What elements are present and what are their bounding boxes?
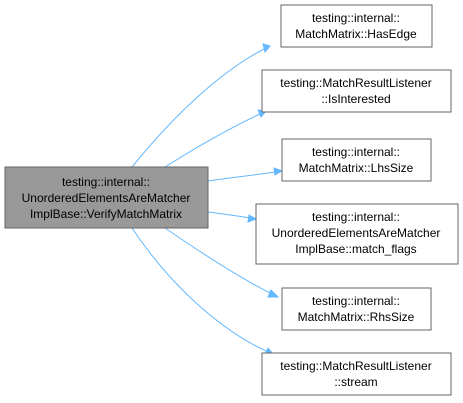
node-verify-match-matrix[interactable]: testing::internal:: UnorderedElementsAre… [4, 166, 209, 229]
node-lhs-size-line-1: testing::internal:: [312, 145, 400, 159]
node-verify-match-matrix-box [4, 166, 209, 229]
node-verify-match-matrix-line-1: testing::internal:: [62, 175, 150, 189]
edge-to-is-interested [164, 109, 267, 168]
node-has-edge-line-2: MatchMatrix::HasEdge [295, 27, 417, 41]
node-match-flags-line-2: UnorderedElementsAreMatcher [272, 226, 441, 240]
node-lhs-size-box [281, 138, 432, 182]
node-verify-match-matrix-line-3: ImplBase::VerifyMatchMatrix [30, 207, 182, 221]
node-match-flags-line-1: testing::internal:: [312, 210, 400, 224]
edge-to-match-flags [207, 211, 258, 223]
node-rhs-size-line-2: MatchMatrix::RhsSize [298, 310, 415, 324]
node-stream-box [261, 352, 452, 396]
node-is-interested-box [261, 69, 452, 113]
node-lhs-size-line-2: MatchMatrix::LhsSize [299, 161, 414, 175]
node-stream-line-1: testing::MatchResultListener [280, 359, 431, 373]
node-has-edge-line-1: testing::internal:: [312, 11, 400, 25]
edge-to-has-edge [131, 43, 271, 168]
node-match-flags-line-3: ImplBase::match_flags [295, 242, 416, 256]
node-stream-line-2: ::stream [334, 375, 377, 389]
edge-to-rhs-size [164, 227, 280, 298]
node-is-interested-line-1: testing::MatchResultListener [280, 76, 431, 90]
node-rhs-size-box [281, 287, 432, 331]
node-is-interested[interactable]: testing::MatchResultListener ::IsInteres… [261, 69, 452, 113]
node-verify-match-matrix-line-2: UnorderedElementsAreMatcher [22, 191, 191, 205]
node-has-edge[interactable]: testing::internal:: MatchMatrix::HasEdge [280, 4, 433, 48]
node-lhs-size[interactable]: testing::internal:: MatchMatrix::LhsSize [281, 138, 432, 182]
node-rhs-size-line-1: testing::internal:: [312, 294, 400, 308]
edge-to-stream [131, 227, 276, 356]
node-has-edge-box [280, 4, 433, 48]
node-is-interested-line-2: ::IsInterested [321, 92, 390, 106]
node-stream[interactable]: testing::MatchResultListener ::stream [261, 352, 452, 396]
node-match-flags[interactable]: testing::internal:: UnorderedElementsAre… [255, 203, 459, 265]
node-rhs-size[interactable]: testing::internal:: MatchMatrix::RhsSize [281, 287, 432, 331]
node-match-flags-box [255, 203, 459, 265]
edge-to-lhs-size [207, 167, 284, 182]
